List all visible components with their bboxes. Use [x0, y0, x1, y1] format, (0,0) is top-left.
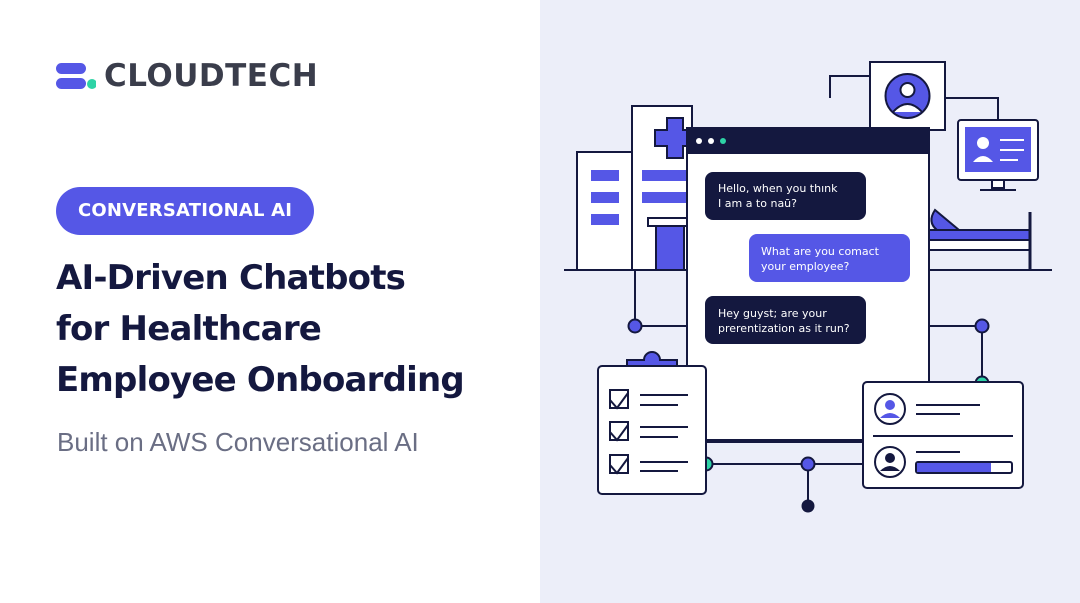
- window-dot-icon: [708, 138, 714, 144]
- cloudtech-logo-icon: [56, 63, 96, 89]
- chat-message-text: What are you comact: [761, 245, 880, 258]
- computer-monitor-icon: [957, 119, 1039, 191]
- illustration-panel: Hello, when you thınk I am a to naū? Wha…: [540, 0, 1080, 603]
- title-line-2: for Healthcare: [56, 309, 322, 349]
- title-line-3: Employee Onboarding: [56, 360, 465, 400]
- brand-logo: CLOUDTECH: [56, 58, 318, 94]
- hospital-bed-icon: [927, 208, 1032, 270]
- chat-window-titlebar: [687, 128, 929, 154]
- left-panel: CLOUDTECH CONVERSATIONAL AI AI-Driven Ch…: [56, 58, 526, 457]
- healthcare-chatbot-illustration: Hello, when you thınk I am a to naū? Wha…: [564, 61, 1052, 513]
- brand-name: CLOUDTECH: [104, 58, 319, 94]
- chat-message-text: your employee?: [761, 260, 850, 273]
- chat-message-text: Hey guyst; are your: [718, 307, 827, 320]
- subtitle: Built on AWS Conversational AI: [57, 427, 419, 457]
- page-title: AI-Driven Chatbots for Healthcare Employ…: [56, 253, 526, 406]
- medical-cross-icon: [654, 117, 696, 159]
- chat-message-text: prerentization as it run?: [718, 322, 850, 335]
- chat-message-text: I am a to naū?: [718, 197, 797, 210]
- chat-message-bot: Hey guyst; are your prerentization as it…: [705, 296, 866, 344]
- window-dot-icon: [696, 138, 702, 144]
- staff-profile-card-icon: [862, 381, 1024, 489]
- window-dot-icon: [720, 138, 726, 144]
- chat-message-user: What are you comact your employee?: [749, 234, 910, 282]
- user-profile-icon: [869, 61, 946, 131]
- category-badge: CONVERSATIONAL AI: [56, 187, 315, 235]
- progress-fill: [917, 463, 991, 472]
- clipboard-checklist-icon: [597, 351, 707, 495]
- chat-window: Hello, when you thınk I am a to naū? Wha…: [686, 127, 930, 441]
- chat-message-bot: Hello, when you thınk I am a to naū?: [705, 172, 866, 220]
- title-line-1: AI-Driven Chatbots: [56, 258, 406, 298]
- chat-message-text: Hello, when you thınk: [718, 182, 838, 195]
